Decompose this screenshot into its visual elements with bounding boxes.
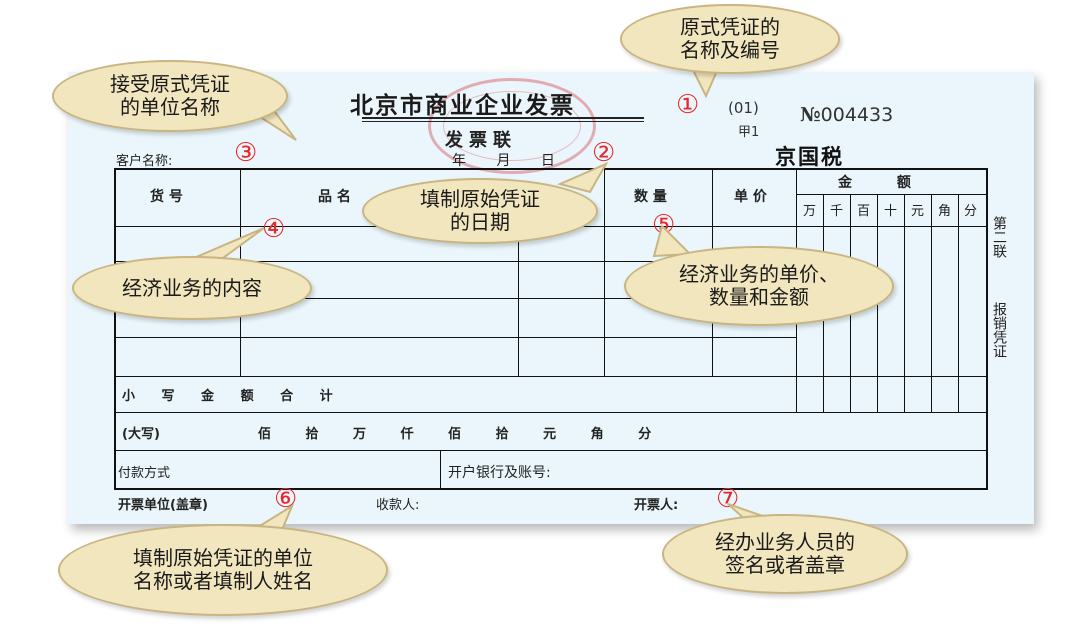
- digit-bai: 百: [857, 204, 871, 219]
- payment-method-label: 付款方式: [118, 466, 171, 481]
- subtotal-label: 小 写 金 额 合 计: [122, 389, 333, 404]
- amount-header-line: [796, 194, 988, 195]
- digit-col-line: [904, 194, 905, 412]
- invoice-serial: №004433: [800, 104, 893, 126]
- callout-receiving-unit: 接受原式凭证 的单位名称: [52, 60, 288, 132]
- side-label-copy: 第二联: [988, 216, 1007, 265]
- side-label-usage: 报销凭证: [988, 302, 1007, 365]
- marker-2: ②: [592, 138, 616, 168]
- invoice-table: [114, 168, 988, 490]
- callout-price-qty-amount: 经济业务的单价、 数量和金额: [624, 246, 894, 326]
- row-line: [114, 450, 988, 451]
- marker-3: ③: [234, 138, 258, 168]
- header-amount: 金 额: [838, 175, 911, 191]
- callout-price-qty-amount-text: 经济业务的单价、 数量和金额: [679, 262, 839, 309]
- digit-jiao: 角: [938, 204, 952, 219]
- customer-name-label: 客户名称:: [116, 154, 173, 169]
- callout-issuing-unit-text: 填制原始凭证的单位 名称或者填制人姓名: [133, 546, 313, 593]
- title-underline: [362, 117, 644, 119]
- digit-yuan: 元: [911, 204, 925, 219]
- digit-wan: 万: [803, 204, 817, 219]
- row-line: [114, 337, 796, 338]
- serial-number: 004433: [820, 104, 894, 126]
- marker-4: ④: [262, 214, 286, 244]
- callout-business-content-text: 经济业务的内容: [122, 275, 262, 300]
- digit-fen: 分: [964, 204, 978, 219]
- callout-receiving-unit-text: 接受原式凭证 的单位名称: [110, 72, 230, 119]
- serial-prefix: №: [800, 104, 821, 126]
- capital-units: 佰 拾 万 仟 佰 拾 元 角 分: [258, 427, 652, 442]
- header-item-name: 品 名: [318, 189, 351, 205]
- marker-5: ⑤: [652, 210, 676, 240]
- row-line: [114, 376, 988, 377]
- invoice-code: (01): [728, 99, 759, 117]
- bank-account-label: 开户银行及账号:: [448, 465, 551, 481]
- invoice-code-sub: 甲1: [738, 125, 760, 140]
- callout-signature-text: 经办业务人员的 签名或者盖章: [715, 530, 855, 577]
- header-quantity: 数 量: [634, 189, 667, 205]
- row-line: [114, 412, 988, 413]
- invoice-subtitle: 发票联: [445, 130, 517, 151]
- digit-shi: 十: [884, 204, 898, 219]
- row-line: [114, 261, 796, 262]
- side-label-copy-text: 第二联: [991, 216, 1007, 258]
- callout-business-content: 经济业务的内容: [72, 256, 312, 320]
- col-line: [518, 226, 519, 376]
- header-item-no: 货 号: [150, 189, 183, 205]
- side-label-usage-text: 报销凭证: [991, 302, 1007, 358]
- title-underline-2: [362, 121, 644, 122]
- col-line: [604, 168, 605, 376]
- header-unit-price: 单 价: [734, 189, 767, 205]
- callout-fill-date: 填制原始凭证 的日期: [362, 178, 598, 244]
- drawer-label: 开票人:: [634, 498, 679, 513]
- digit-qian: 千: [830, 204, 844, 219]
- payee-label: 收款人:: [376, 498, 420, 513]
- red-seal-stamp: [428, 78, 596, 174]
- marker-1: ①: [676, 90, 700, 120]
- col-line: [440, 450, 441, 490]
- issuer-unit-label: 开票单位(盖章): [118, 498, 208, 513]
- row-line: [114, 298, 796, 299]
- invoice-title: 北京市商业企业发票: [350, 92, 575, 119]
- callout-issuing-unit: 填制原始凭证的单位 名称或者填制人姓名: [58, 524, 388, 616]
- digit-col-line: [958, 194, 959, 412]
- tail-fill-date: [556, 161, 609, 194]
- callout-name-and-number: 原式凭证的 名称及编号: [620, 4, 840, 74]
- digit-col-line: [931, 194, 932, 412]
- callout-signature: 经办业务人员的 签名或者盖章: [662, 514, 908, 594]
- callout-fill-date-text: 填制原始凭证 的日期: [420, 187, 540, 234]
- tax-mark: 京国税: [775, 145, 844, 169]
- date-label: 年 月 日: [452, 153, 555, 169]
- callout-name-and-number-text: 原式凭证的 名称及编号: [680, 15, 780, 62]
- capital-label: (大写): [122, 427, 160, 442]
